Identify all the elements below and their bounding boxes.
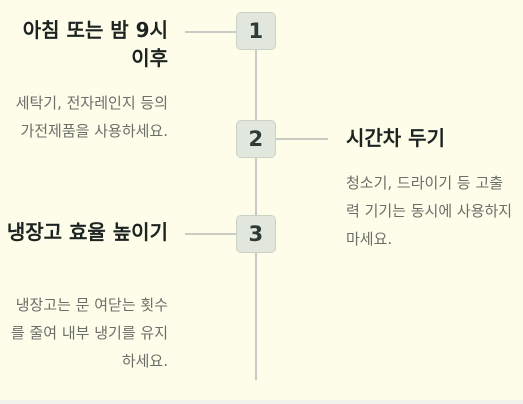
step-3-connector	[185, 233, 237, 235]
step-3-badge: 3	[236, 215, 276, 253]
bottom-edge	[0, 400, 523, 404]
step-1-title: 아침 또는 밤 9시 이후	[22, 18, 168, 70]
step-2-description: 청소기, 드라이기 등 고출력 기기는 동시에 사용하지 마세요.	[346, 174, 513, 248]
step-1-description: 세탁기, 전자레인지 등의 가전제품을 사용하세요.	[15, 94, 168, 140]
step-2-badge: 2	[236, 120, 276, 158]
step-1-connector	[185, 31, 237, 33]
step-3-description: 냉장고는 문 여닫는 횟수를 줄여 내부 냉기를 유지하세요.	[10, 296, 168, 370]
step-2-connector	[276, 138, 328, 140]
step-2-title: 시간차 두기	[346, 126, 445, 150]
timeline-line	[255, 30, 257, 380]
step-1-badge: 1	[236, 12, 276, 50]
step-3-title: 냉장고 효율 높이기	[6, 220, 168, 244]
